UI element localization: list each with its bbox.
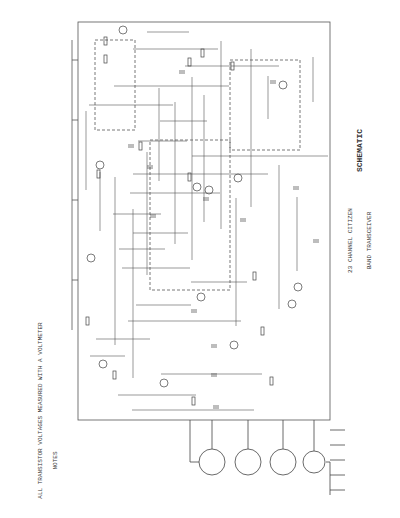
- rotary-switch: [199, 449, 225, 475]
- shield-box: [150, 140, 230, 290]
- resistor-symbol: [231, 62, 234, 70]
- resistor-symbol: [253, 272, 256, 280]
- note-text: ALL TRANSISTOR VOLTAGES MEASURED WITH A …: [37, 322, 44, 498]
- wire: [313, 57, 314, 102]
- wire: [122, 268, 190, 269]
- wire: [204, 95, 205, 222]
- transistor-symbol: [87, 254, 95, 262]
- capacitor-symbol: [213, 406, 219, 408]
- wire: [160, 121, 207, 122]
- wire: [133, 174, 268, 175]
- resistor-symbol: [97, 170, 100, 178]
- wire: [115, 177, 116, 345]
- wire: [279, 165, 280, 309]
- wire: [133, 209, 134, 378]
- wire: [192, 156, 328, 157]
- switch-wiring: [190, 420, 314, 462]
- capacitor-symbol: [147, 166, 153, 168]
- resistor-symbol: [201, 49, 204, 57]
- wire: [113, 214, 161, 215]
- transistor-symbol: [193, 183, 201, 191]
- wire: [268, 76, 269, 119]
- resistor-symbol: [188, 173, 191, 181]
- board-outline: [78, 22, 330, 420]
- resistor-symbol: [192, 397, 195, 405]
- transistor-symbol: [99, 360, 107, 368]
- wire: [147, 152, 148, 275]
- wire: [132, 410, 254, 411]
- resistor-symbol: [86, 317, 89, 325]
- wire: [96, 339, 150, 340]
- rotary-switch: [303, 451, 325, 473]
- wire: [133, 49, 218, 50]
- transistor-symbol: [294, 283, 302, 291]
- supply-bus: [72, 40, 78, 330]
- capacitor-symbol: [150, 215, 156, 217]
- transistor-symbol: [234, 174, 242, 182]
- capacitor-symbol: [270, 81, 276, 83]
- wire: [236, 198, 237, 326]
- rotary-switch: [235, 449, 261, 475]
- wire: [159, 88, 160, 181]
- transistor-symbol: [205, 186, 213, 194]
- wire: [114, 86, 229, 87]
- wire: [138, 141, 187, 142]
- capacitor-symbol: [203, 198, 209, 200]
- resistor-symbol: [188, 58, 191, 66]
- shield-box: [230, 60, 300, 150]
- transistor-symbol: [96, 161, 104, 169]
- transistor-symbol: [279, 81, 287, 89]
- resistor-symbol: [261, 327, 264, 335]
- shield-box: [95, 40, 135, 130]
- wire: [133, 233, 188, 234]
- title-text: SCHEMATIC: [356, 128, 365, 171]
- capacitor-symbol: [293, 187, 299, 189]
- transistor-symbol: [230, 341, 238, 349]
- wire: [251, 49, 252, 207]
- note-text: 23 CHANNEL CITIZEN: [347, 208, 354, 273]
- note-text: BAND TRANSCEIVER: [366, 211, 373, 269]
- rotary-switch: [270, 449, 296, 475]
- wire: [221, 41, 222, 229]
- capacitor-symbol: [313, 240, 319, 242]
- wire: [119, 249, 165, 250]
- wire: [136, 305, 191, 306]
- wire: [118, 395, 196, 396]
- capacitor-symbol: [211, 374, 217, 376]
- resistor-symbol: [270, 377, 273, 385]
- resistor-symbol: [139, 142, 142, 150]
- transistor-symbol: [197, 293, 205, 301]
- resistor-symbol: [104, 55, 107, 63]
- capacitor-symbol: [179, 71, 185, 73]
- wire: [191, 282, 247, 283]
- capacitor-symbol: [191, 310, 197, 312]
- transistor-symbol: [160, 379, 168, 387]
- capacitor-symbol: [240, 219, 246, 221]
- wire: [100, 172, 101, 231]
- wire: [185, 66, 279, 67]
- transistor-symbol: [119, 26, 127, 34]
- wire: [297, 197, 298, 271]
- wire: [89, 105, 173, 106]
- wire: [192, 77, 193, 260]
- wire: [90, 356, 125, 357]
- transistor-symbol: [288, 300, 296, 308]
- wire: [175, 102, 176, 244]
- resistor-symbol: [104, 37, 107, 45]
- capacitor-symbol: [128, 145, 134, 147]
- wire: [147, 32, 189, 33]
- wire: [128, 321, 241, 322]
- resistor-symbol: [113, 371, 116, 379]
- channel-leads: [326, 430, 345, 495]
- wire: [86, 111, 87, 190]
- note-text: NOTES: [51, 451, 58, 469]
- capacitor-symbol: [211, 345, 217, 347]
